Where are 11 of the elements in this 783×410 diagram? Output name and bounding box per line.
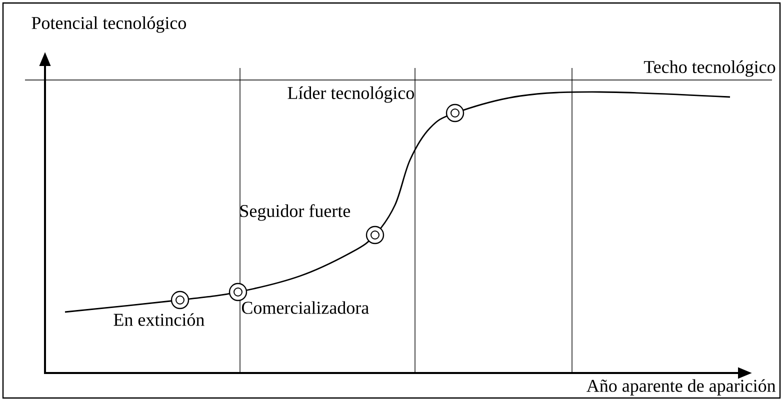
- marker-circle: [366, 226, 384, 244]
- axis-title: Potencial tecnológico: [32, 16, 186, 33]
- marker-circle: [228, 282, 248, 302]
- marker-circle: [170, 290, 190, 310]
- stage-label: Comercializadora: [242, 301, 369, 314]
- stage-label: Líder tecnológico: [288, 86, 414, 103]
- marker-circle: [446, 104, 464, 122]
- ceiling-label: Techo tecnológico: [644, 60, 776, 77]
- axis-title: Año aparente de aparición: [586, 379, 776, 396]
- stage-label: Seguidor fuerte: [240, 204, 350, 221]
- stage-label: En extinción: [114, 313, 204, 326]
